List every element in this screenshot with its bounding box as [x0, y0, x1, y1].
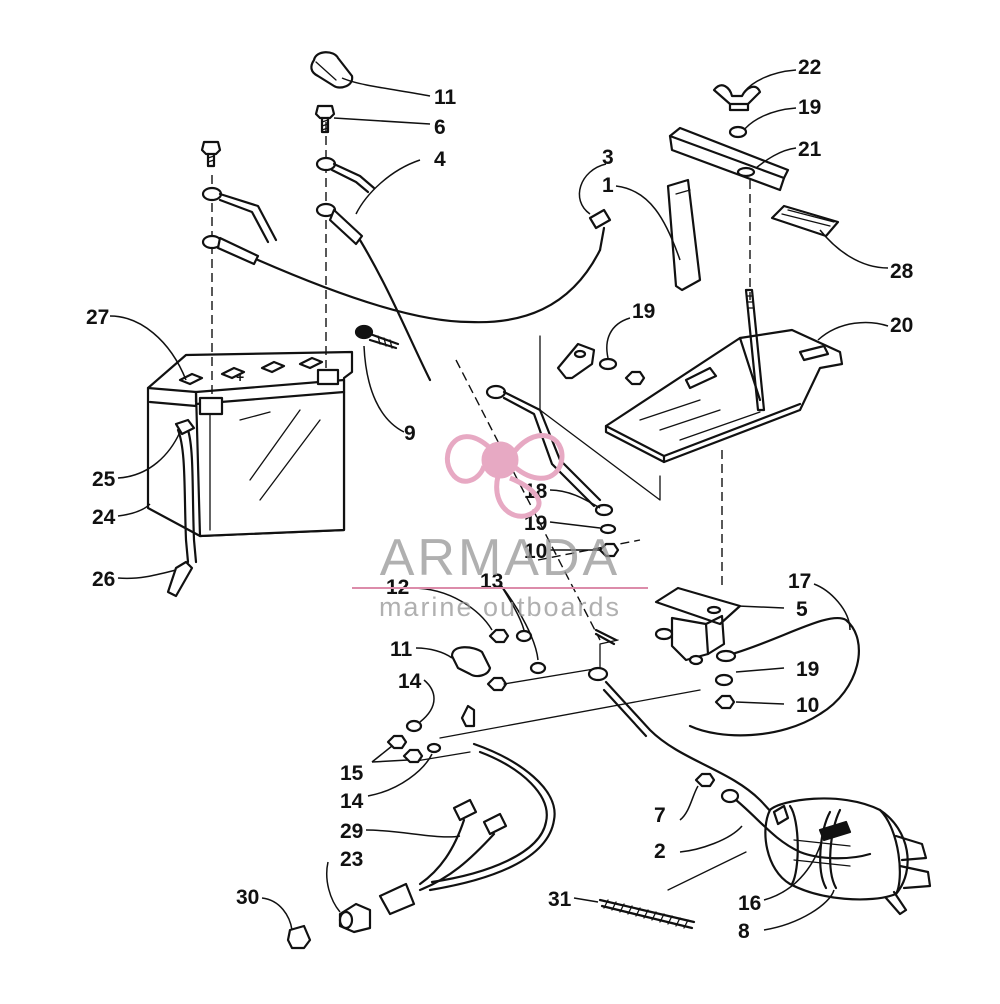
- wing-nut-22: [712, 84, 762, 112]
- clip-bracket: [556, 342, 646, 386]
- pad-28: [770, 204, 840, 238]
- solenoid-5: [654, 586, 742, 666]
- starter-motor: [764, 797, 932, 916]
- clamp-8: [818, 808, 852, 890]
- mount-outline: [539, 335, 661, 501]
- callout-21: 21: [798, 138, 822, 161]
- callout-9: 9: [404, 422, 416, 445]
- washer-14a: [405, 719, 423, 733]
- washer-14b: [426, 742, 442, 754]
- callout-16: 16: [738, 892, 761, 915]
- callout-5: 5: [796, 598, 808, 621]
- callout-19-top: 19: [798, 96, 821, 119]
- callout-23: 23: [340, 848, 363, 871]
- bolt-9: [354, 324, 400, 350]
- callout-19-strap: 19: [524, 512, 547, 535]
- callout-6: 6: [434, 116, 446, 139]
- callout-13: 13: [480, 570, 503, 593]
- washer-19-solenoid: [714, 673, 734, 687]
- callout-29: 29: [340, 820, 363, 843]
- callout-20: 20: [890, 314, 913, 337]
- callout-8: 8: [738, 920, 750, 943]
- callout-25: 25: [92, 468, 116, 491]
- callout-7: 7: [654, 804, 666, 827]
- callout-27: 27: [86, 306, 109, 329]
- callout-19-tray: 19: [632, 300, 655, 323]
- callout-19-solenoid: 19: [796, 658, 819, 681]
- callout-1: 1: [602, 174, 614, 197]
- wire-harness-29: [378, 742, 556, 916]
- callout-31: 31: [548, 888, 572, 911]
- callout-14-upper: 14: [398, 670, 422, 693]
- callout-11-lower: 11: [390, 638, 413, 661]
- positive-cable-4: [315, 156, 432, 382]
- ring-terminal: [460, 704, 476, 728]
- callout-10-solenoid: 10: [796, 694, 819, 717]
- hold-down-strap-1: [666, 178, 702, 292]
- wire-17: [688, 616, 860, 737]
- callout-17: 17: [788, 570, 811, 593]
- nut-12b: [486, 676, 508, 692]
- nut-15a: [386, 734, 408, 750]
- callout-30: 30: [236, 886, 259, 909]
- callout-2: 2: [654, 840, 666, 863]
- callout-28: 28: [890, 260, 914, 283]
- washer-19-top: [728, 125, 748, 139]
- battery-bolt-6: [314, 104, 336, 134]
- terminal-cover-11-top: [310, 51, 354, 89]
- callout-4: 4: [434, 148, 446, 171]
- callout-11-top: 11: [434, 86, 457, 109]
- nut-12: [488, 628, 510, 644]
- callout-12: 12: [386, 576, 409, 599]
- washer-13b: [529, 661, 547, 675]
- washer-19-nut-10-center: [598, 523, 620, 558]
- battery: +: [146, 350, 354, 598]
- battery-tray-20: [604, 288, 844, 464]
- callout-22: 22: [798, 56, 821, 79]
- nut-15b: [402, 748, 424, 764]
- callout-3: 3: [602, 146, 614, 169]
- callout-18: 18: [524, 480, 548, 503]
- assembly-line-lower: [439, 689, 701, 739]
- callout-14-lower: 14: [340, 790, 364, 813]
- cap-30: [286, 924, 312, 950]
- svg-text:+: +: [236, 369, 244, 385]
- battery-bolt-left: [200, 140, 222, 168]
- callout-24: 24: [92, 506, 116, 529]
- terminal-cover-11-lower: [450, 646, 492, 678]
- cable-2: [720, 788, 872, 860]
- spring-31: [598, 851, 747, 930]
- leader-lines: [109, 69, 889, 931]
- callout-10-strap: 10: [524, 540, 547, 563]
- nut-7: [694, 772, 716, 788]
- stud: [594, 628, 618, 646]
- callout-26: 26: [92, 568, 115, 591]
- nut-10-solenoid: [714, 694, 736, 710]
- callout-numbers: 22 19 21 11 6 4 3 1 28 19 20 27 9 25 24 …: [86, 56, 914, 943]
- callout-15: 15: [340, 762, 364, 785]
- negative-cable: [201, 186, 612, 324]
- switch-23: [338, 902, 372, 934]
